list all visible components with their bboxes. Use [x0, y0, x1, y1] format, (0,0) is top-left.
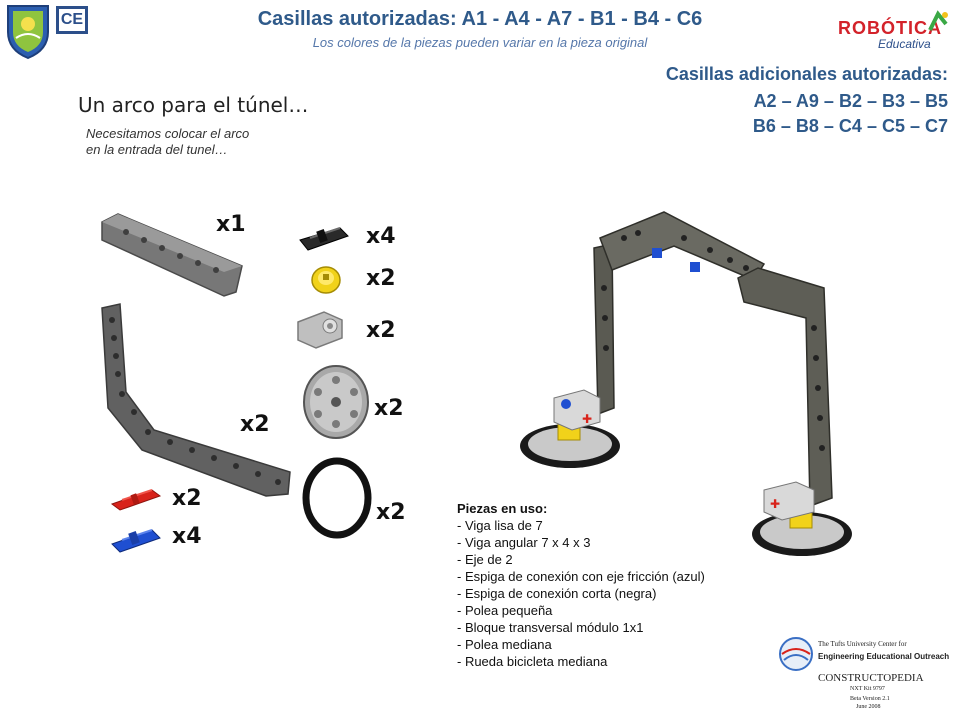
description: Necesitamos colocar el arco en la entrad… [86, 126, 306, 158]
additional-squares-title: Casillas adicionales autorizadas: [665, 64, 948, 84]
beta-label: Beta Version 2.1 [850, 696, 890, 702]
parts-list-item: - Espiga de conexión corta (negra) [457, 586, 657, 601]
straight-beam-image [101, 213, 243, 297]
additional-squares-line1: A2 – A9 – B2 – B3 – B5 [753, 91, 948, 111]
parts-list-item: - Polea mediana [457, 637, 552, 652]
parts-list-item: - Polea pequeña [457, 603, 553, 618]
tire-quantity: x2 [376, 500, 406, 525]
svg-text:✚: ✚ [770, 497, 780, 511]
robot-icon [928, 10, 948, 31]
section-heading: Un arco para el túnel… [78, 93, 309, 117]
parts-list-item: - Eje de 2 [457, 552, 513, 567]
assembled-arch-image: ✚ ✚ [520, 211, 852, 556]
tire-image [302, 457, 372, 539]
ce-logo-text: CE [60, 11, 84, 28]
kit-label: NXT Kit 9797 [850, 686, 885, 692]
robotica-logo-text: ROBÓTICA [838, 18, 942, 38]
cross-block-quantity: x2 [366, 318, 396, 343]
red-axle-image [110, 489, 162, 511]
educativa-logo-text: Educativa [878, 37, 931, 51]
page-subtitle: Los colores de la piezas pueden variar e… [312, 35, 648, 50]
parts-list-item: - Espiga de conexión con eje fricción (a… [457, 569, 705, 584]
angular-beam-image [101, 303, 291, 497]
parts-list-item: - Viga lisa de 7 [457, 518, 543, 533]
red-axle-quantity: x2 [172, 486, 202, 511]
svg-text:✚: ✚ [582, 412, 592, 426]
tufts-line2: Engineering Educational Outreach [818, 652, 950, 661]
parts-list-item: - Rueda bicicleta mediana [457, 654, 608, 669]
parts-list-item: - Bloque transversal módulo 1x1 [457, 620, 644, 635]
black-pin-image [299, 227, 349, 251]
pulley-wheel-image [303, 365, 369, 439]
blue-pin-image [111, 529, 161, 553]
ce-logo: CE [56, 6, 88, 34]
globe-icon [779, 637, 813, 671]
beam-quantity: x1 [216, 212, 246, 237]
angular-beam-quantity: x2 [240, 412, 270, 437]
description-line1: Necesitamos colocar el arco [86, 126, 250, 141]
black-pin-quantity: x4 [366, 224, 396, 249]
tufts-line1: The Tufts University Center for [818, 640, 907, 648]
tufts-constructopedia-logo: The Tufts University Center for Engineer… [778, 636, 958, 716]
yellow-pulley-quantity: x2 [366, 266, 396, 291]
parts-list: Piezas en uso: - Viga lisa de 7 - Viga a… [457, 500, 705, 670]
description-line2: en la entrada del tunel… [86, 142, 228, 157]
page-title: Casillas autorizadas: A1 - A4 - A7 - B1 … [257, 8, 703, 30]
yellow-pulley-image [311, 266, 341, 294]
additional-squares-line2: B6 – B8 – C4 – C5 – C7 [752, 116, 948, 136]
constructopedia-title: CONSTRUCTOPEDIA [818, 672, 924, 684]
pulley-wheel-quantity: x2 [374, 396, 404, 421]
parts-list-header: Piezas en uso: [457, 501, 548, 516]
parts-list-item: - Viga angular 7 x 4 x 3 [457, 535, 591, 550]
cross-block-image [297, 311, 343, 349]
blue-pin-quantity: x4 [172, 524, 202, 549]
date-label: June 2008 [856, 704, 881, 710]
school-crest-logo [7, 5, 49, 60]
robotica-logo: ROBÓTICA Educativa [838, 10, 950, 60]
